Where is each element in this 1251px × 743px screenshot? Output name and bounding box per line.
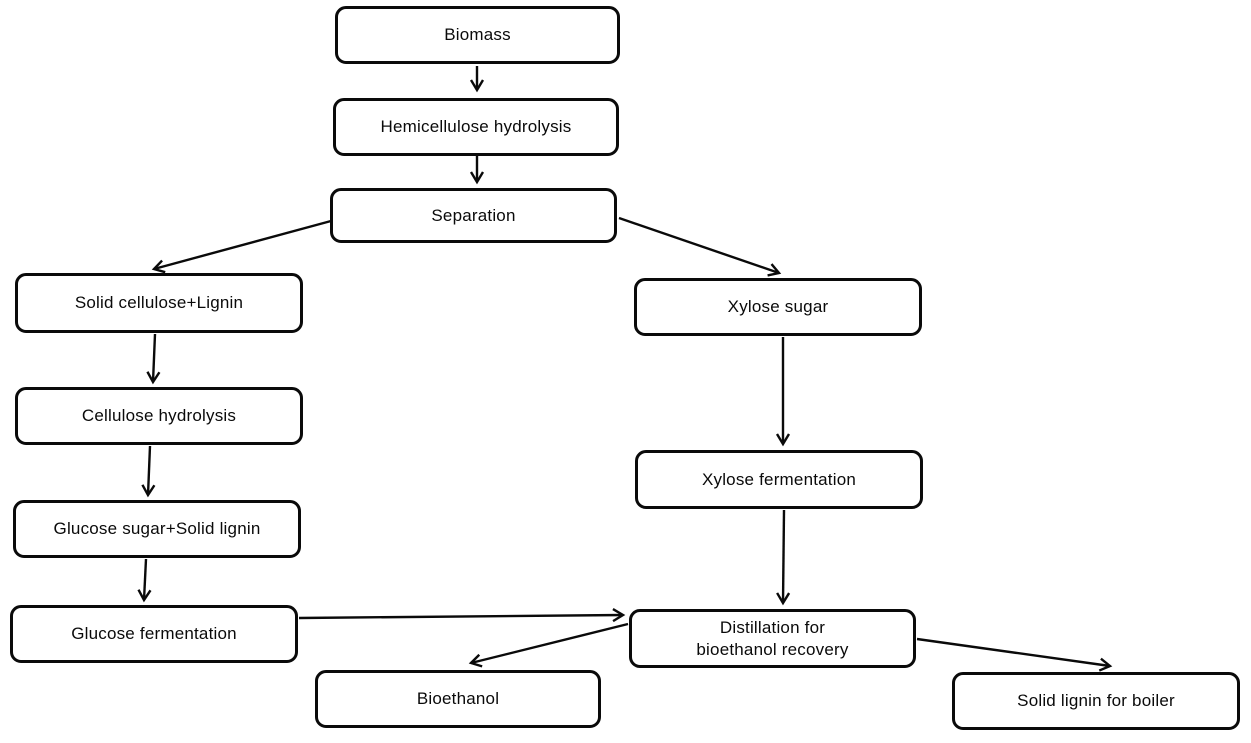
edge-solid-cellulose-lignin-to-cellulose-hydrolysis [146, 333, 161, 385]
node-solid-lignin-for-boiler-label: Solid lignin for boiler [1017, 691, 1175, 711]
node-glucose-fermentation: Glucose fermentation [10, 605, 298, 663]
node-xylose-sugar-label: Xylose sugar [727, 297, 829, 317]
node-solid-lignin-for-boiler: Solid lignin for boiler [952, 672, 1240, 730]
node-bioethanol: Bioethanol [315, 670, 601, 728]
node-separation-label: Separation [431, 205, 516, 225]
node-distillation-label-line1: Distillation for [719, 618, 826, 638]
edge-glucose-fermentation-to-distillation [298, 608, 626, 623]
node-separation: Separation [330, 188, 617, 243]
node-glucose-sugar-solid-lignin: Glucose sugar+Solid lignin [13, 500, 301, 558]
node-xylose-fermentation-label: Xylose fermentation [701, 469, 857, 489]
node-cellulose-hydrolysis: Cellulose hydrolysis [15, 387, 303, 445]
node-solid-cellulose-lignin: Solid cellulose+Lignin [15, 273, 303, 333]
edge-distillation-to-solid-lignin-for-boiler [916, 637, 1113, 672]
node-distillation: Distillation for bioethanol recovery [629, 609, 916, 668]
edge-cellulose-hydrolysis-to-glucose-sugar-solid-lignin [141, 445, 156, 498]
edge-glucose-sugar-solid-lignin-to-glucose-fermentation [137, 558, 152, 603]
edge-distillation-to-bioethanol [468, 622, 629, 668]
node-cellulose-hydrolysis-label: Cellulose hydrolysis [81, 406, 237, 426]
node-hemicellulose-hydrolysis-label: Hemicellulose hydrolysis [380, 117, 572, 137]
node-biomass: Biomass [335, 6, 620, 64]
edge-xylose-fermentation-to-distillation [776, 509, 791, 606]
node-hemicellulose-hydrolysis: Hemicellulose hydrolysis [333, 98, 619, 156]
node-xylose-fermentation: Xylose fermentation [635, 450, 923, 509]
node-solid-cellulose-lignin-label: Solid cellulose+Lignin [74, 293, 244, 313]
node-glucose-fermentation-label: Glucose fermentation [71, 624, 237, 644]
node-xylose-sugar: Xylose sugar [634, 278, 922, 336]
node-bioethanol-label: Bioethanol [416, 689, 500, 709]
edge-separation-to-solid-cellulose-lignin [151, 219, 332, 274]
edge-separation-to-xylose-sugar [618, 216, 782, 277]
node-distillation-label-line2: bioethanol recovery [696, 639, 849, 659]
node-biomass-label: Biomass [444, 25, 511, 45]
node-glucose-sugar-solid-lignin-label: Glucose sugar+Solid lignin [53, 519, 261, 539]
